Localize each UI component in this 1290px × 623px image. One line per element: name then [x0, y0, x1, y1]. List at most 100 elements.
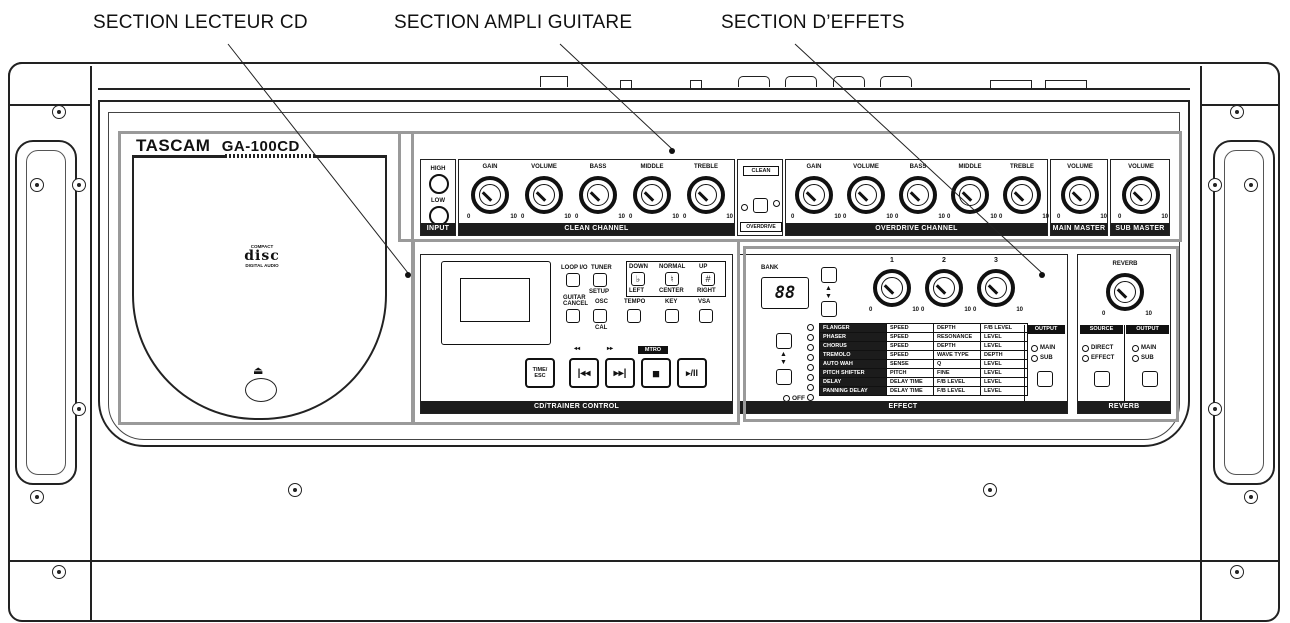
knob-label: REVERB — [1112, 261, 1138, 267]
knob-label: BASS — [589, 164, 607, 170]
knob-label: GAIN — [482, 164, 498, 170]
effect-output-button[interactable] — [1037, 371, 1053, 387]
knob-label: MIDDLE — [640, 164, 664, 170]
knob-label: 1 — [890, 257, 894, 264]
eject-button[interactable] — [245, 378, 277, 402]
amp-section-highlight — [398, 131, 1182, 242]
up-button[interactable]: # — [701, 272, 715, 286]
direct-label: DIRECT — [1091, 345, 1114, 351]
input-high-jack[interactable] — [429, 174, 449, 194]
effect-sub-led — [1031, 355, 1038, 362]
cd-trainer-control-module: LOOP I/O TUNER SETUP DOWN NORMAL UP ♭ ♮ … — [420, 254, 733, 414]
knob-label: VOLUME — [1067, 164, 1093, 170]
effect-led — [807, 324, 814, 331]
time-esc-button[interactable]: TIME/ ESC — [525, 358, 555, 388]
handle-right[interactable] — [1213, 140, 1275, 485]
pitch-group — [626, 261, 726, 297]
key-button[interactable] — [665, 309, 679, 323]
screw — [30, 490, 44, 504]
channel-switch-module: CLEAN OVERDRIVE — [737, 159, 783, 236]
vsa-label: VSA — [698, 299, 711, 305]
effect-led — [807, 364, 814, 371]
knob-label: BASS — [909, 164, 927, 170]
osc-label: OSC — [595, 299, 609, 305]
tick-max: 10 — [672, 214, 679, 220]
channel-select-button[interactable] — [753, 198, 768, 213]
guitar-cancel-button[interactable] — [566, 309, 580, 323]
tick-max: 10 — [912, 307, 919, 313]
bank-label: BANK — [761, 265, 779, 271]
bank-up-button[interactable] — [821, 267, 837, 283]
play-pause-button[interactable]: ▸/II — [677, 358, 707, 388]
leader-fx — [794, 43, 1043, 274]
tick-min: 0 — [895, 214, 899, 220]
reverb-output-button[interactable] — [1142, 371, 1158, 387]
bank-down-button[interactable] — [821, 301, 837, 317]
effect-down-button[interactable] — [776, 369, 792, 385]
handle-left[interactable] — [15, 140, 77, 485]
effect-led — [807, 374, 814, 381]
leader-amp — [559, 43, 673, 150]
bank-display: 88 — [761, 277, 809, 309]
tempo-button[interactable] — [627, 309, 641, 323]
cd-logo-bottom: DIGITAL AUDIO — [245, 263, 279, 268]
screw — [52, 565, 66, 579]
screw — [1230, 105, 1244, 119]
bank-up-arrow: ▲ — [825, 285, 832, 292]
effect-output-label: OUTPUT — [1027, 325, 1065, 334]
effect-section-highlight — [743, 246, 1179, 422]
reverb-sub-led — [1132, 355, 1139, 362]
next-button[interactable]: ▸▸| — [605, 358, 635, 388]
overdrive-channel-bar: OVERDRIVE CHANNEL — [786, 223, 1047, 235]
connector-9 — [1045, 80, 1087, 89]
left-label: LEFT — [629, 288, 644, 294]
reverb-source-label: SOURCE — [1080, 325, 1123, 334]
tick-max: 10 — [1016, 307, 1023, 313]
main-master-bar: MAIN MASTER — [1051, 223, 1107, 235]
cd-logo-mid: disc — [244, 248, 280, 264]
osc-button[interactable] — [593, 309, 607, 323]
leader-fx-dot — [1039, 272, 1045, 278]
clean-led — [741, 204, 748, 211]
effect-up-button[interactable] — [776, 333, 792, 349]
tuner-button[interactable] — [593, 273, 607, 287]
prev-button[interactable]: |◂◂ — [569, 358, 599, 388]
screw — [1244, 178, 1258, 192]
effect-source-label: EFFECT — [1091, 355, 1115, 361]
down-button[interactable]: ♭ — [631, 272, 645, 286]
bottom-rail — [10, 560, 1278, 562]
reverb-main-led — [1132, 345, 1139, 352]
tick-min: 0 — [791, 214, 795, 220]
input-bar: INPUT — [421, 223, 455, 235]
vsa-button[interactable] — [699, 309, 713, 323]
normal-button[interactable]: ♮ — [665, 272, 679, 286]
effect-led — [807, 354, 814, 361]
reverb-main-label: MAIN — [1141, 345, 1157, 351]
input-module: HIGH LOW INPUT — [420, 159, 456, 236]
stop-button[interactable]: ■ — [641, 358, 671, 388]
screw — [30, 178, 44, 192]
reverb-source-button[interactable] — [1094, 371, 1110, 387]
effect-led — [807, 334, 814, 341]
loop-button[interactable] — [566, 273, 580, 287]
corner-top-right — [1200, 62, 1280, 102]
